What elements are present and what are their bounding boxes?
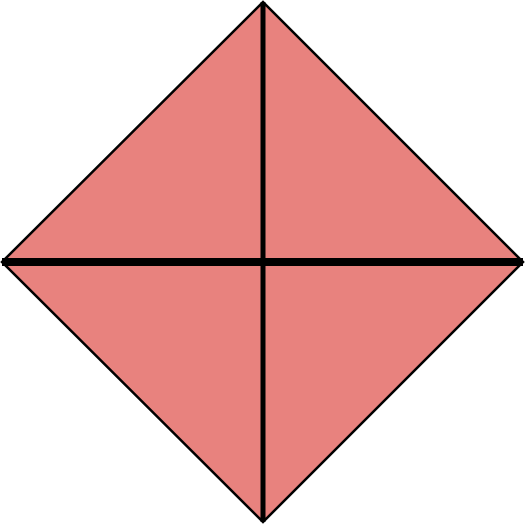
diagram-canvas — [0, 0, 525, 524]
rhombus-diagram — [0, 0, 525, 524]
